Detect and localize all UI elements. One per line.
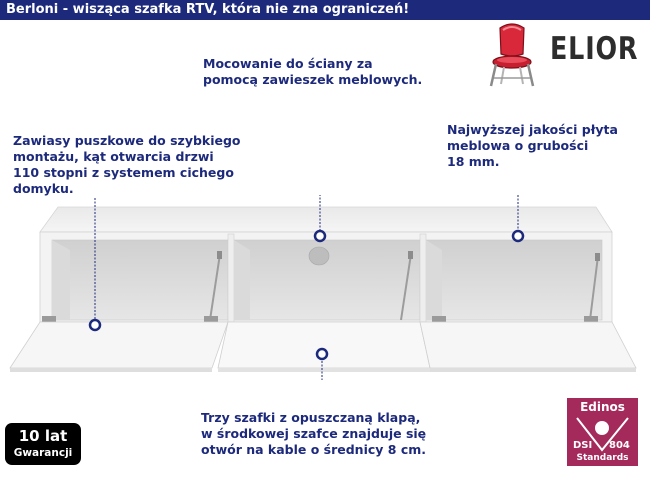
warranty-years: 10 lat [18,427,68,445]
brand-logo: ELIOR [482,20,642,90]
certificate-badge: Edinos DSI 804 Standards [567,398,638,466]
warranty-label: Gwarancji [13,447,73,459]
ball-icon [595,421,609,435]
annotation-board: Najwyższej jakości płyta meblowa o grubo… [447,122,618,169]
annotation-hinges: Zawiasy puszkowe do szybkiego montażu, k… [13,133,241,196]
chair-icon [489,23,535,87]
annotation-wall-mount: Mocowanie do ściany za pomocą zawieszek … [203,56,423,87]
rtv-cabinet-illustration [9,195,637,380]
certificate-code-right: 804 [609,440,630,451]
warranty-badge: 10 lat Gwarancji [5,423,81,465]
certificate-code-left: DSI [573,440,592,451]
header-title: Berloni - wisząca szafka RTV, która nie … [6,2,410,17]
annotation-cabinets: Trzy szafki z opuszczaną klapą, w środko… [201,410,427,457]
header-bar: Berloni - wisząca szafka RTV, która nie … [0,0,650,20]
brand-name: ELIOR [550,31,639,67]
certificate-title: Edinos [580,400,625,414]
certificate-subtitle: Standards [576,453,629,463]
certificate-emblem: DSI 804 [573,417,630,452]
